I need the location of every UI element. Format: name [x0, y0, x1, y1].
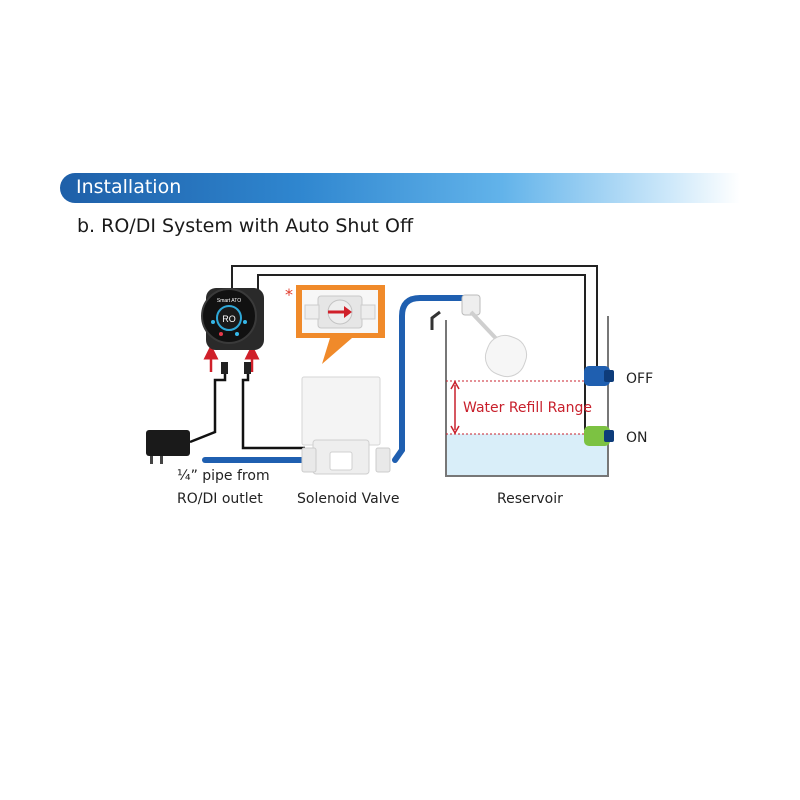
- sensor-cables: [231, 265, 598, 430]
- solenoid-valve: [301, 376, 391, 475]
- valve-detail-callout: [296, 285, 385, 364]
- section-banner: Installation: [60, 173, 740, 203]
- sensor-on-label: ON: [626, 430, 648, 446]
- page-subtitle: b. RO/DI System with Auto Shut Off: [77, 215, 414, 237]
- sensor-off-label: OFF: [626, 371, 654, 387]
- pipe-label-line1: ¼” pipe from: [177, 468, 270, 484]
- reservoir-label: Reservoir: [497, 491, 563, 507]
- controller-center-text: RO: [222, 314, 236, 324]
- smart-ato-controller: RO Smart ATO: [201, 288, 264, 350]
- power-adapter: [146, 430, 190, 464]
- sensor-off: [584, 366, 614, 386]
- controller-brand-text: Smart ATO: [217, 298, 241, 304]
- water-refill-range-label: Water Refill Range: [463, 400, 592, 416]
- outlet-pipe: [392, 295, 469, 463]
- float-valve: [430, 294, 528, 378]
- sensor-on: [584, 426, 614, 446]
- cable-plug-right: [244, 362, 251, 374]
- reservoir-tank: [445, 316, 609, 477]
- controller-cables: [189, 344, 305, 450]
- pipe-label-line2: RO/DI outlet: [177, 491, 263, 507]
- cable-plug-left: [221, 362, 228, 374]
- section-title: Installation: [76, 176, 182, 198]
- solenoid-valve-label: Solenoid Valve: [297, 491, 400, 507]
- asterisk-mark: *: [285, 285, 293, 304]
